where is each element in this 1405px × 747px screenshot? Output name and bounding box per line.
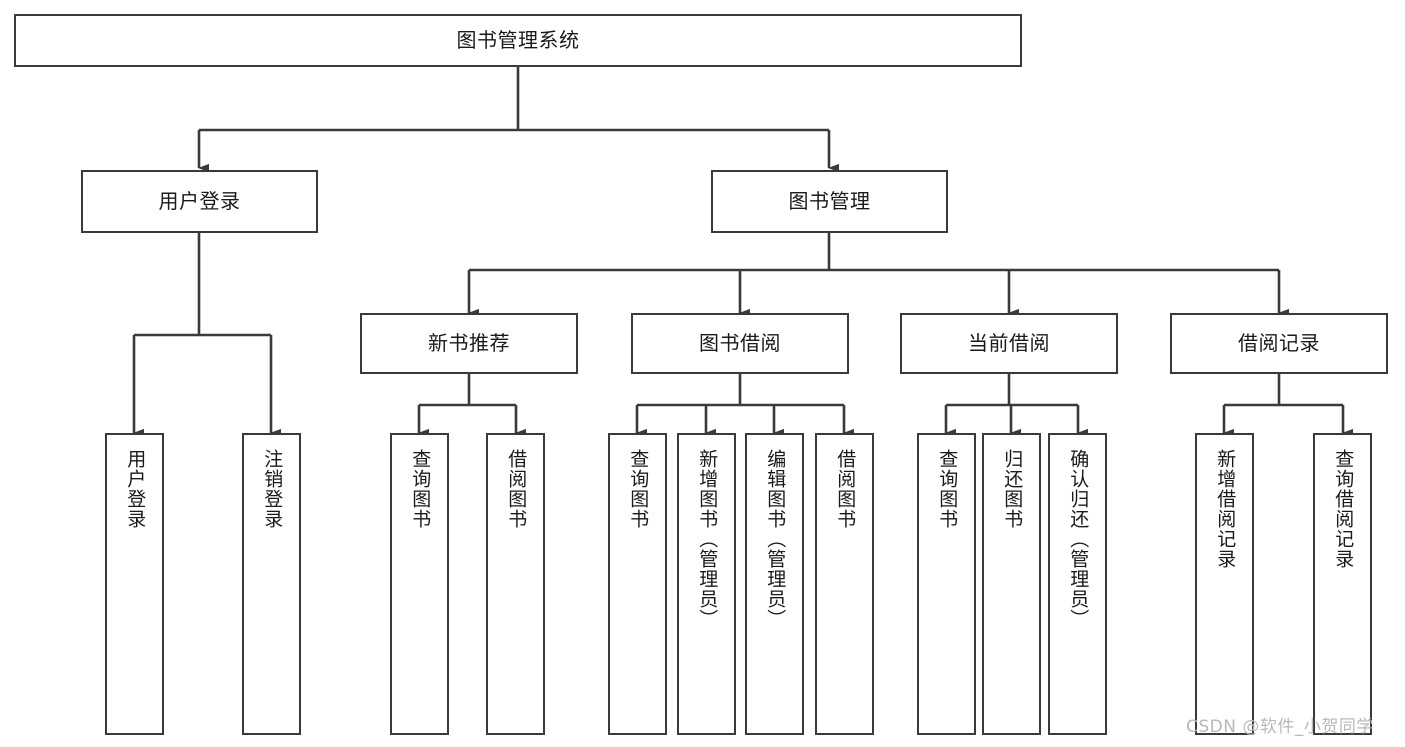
node-borrow-record[interactable]: 借阅记录 (1170, 313, 1388, 374)
node-leaf-query-book-3[interactable]: 查询图书 (917, 433, 976, 735)
node-leaf-logout-login[interactable]: 注销登录 (242, 433, 301, 735)
node-current-borrow[interactable]: 当前借阅 (900, 313, 1118, 374)
node-label: 新增借阅记录 (1214, 449, 1237, 569)
node-leaf-query-book-2[interactable]: 查询图书 (608, 433, 667, 735)
node-label: 当前借阅 (968, 331, 1050, 355)
node-book-management[interactable]: 图书管理 (711, 170, 948, 233)
node-leaf-query-borrow-record[interactable]: 查询借阅记录 (1313, 433, 1372, 735)
node-label: 查询图书 (936, 449, 959, 529)
node-label: 图书管理系统 (456, 28, 580, 52)
node-label: 借阅记录 (1238, 331, 1320, 355)
node-label: 图书借阅 (699, 331, 781, 355)
node-label: 借阅图书 (505, 449, 528, 529)
node-label: 查询借阅记录 (1332, 449, 1355, 569)
node-leaf-user-login[interactable]: 用户登录 (105, 433, 164, 735)
node-label: 归还图书 (1001, 449, 1024, 529)
watermark-text: CSDN @软件_小贺同学 (1186, 717, 1374, 737)
node-new-book-recommend[interactable]: 新书推荐 (360, 313, 578, 374)
node-book-borrow[interactable]: 图书借阅 (631, 313, 849, 374)
node-label: 图书管理 (788, 189, 871, 213)
node-leaf-borrow-book-1[interactable]: 借阅图书 (486, 433, 545, 735)
node-leaf-add-book[interactable]: 新增图书（管理员） (677, 433, 736, 735)
node-label: 用户登录 (124, 449, 147, 529)
node-root-system[interactable]: 图书管理系统 (14, 14, 1022, 67)
node-label: 查询图书 (627, 449, 650, 529)
node-label: 用户登录 (158, 189, 241, 213)
node-leaf-return-book[interactable]: 归还图书 (982, 433, 1041, 735)
node-label: 新书推荐 (428, 331, 510, 355)
node-label: 新增图书（管理员） (696, 449, 719, 629)
node-label: 确认归还（管理员） (1067, 449, 1090, 629)
node-label: 查询图书 (409, 449, 432, 529)
node-label: 借阅图书 (834, 449, 857, 529)
node-leaf-edit-book[interactable]: 编辑图书（管理员） (745, 433, 804, 735)
node-user-login[interactable]: 用户登录 (81, 170, 318, 233)
node-leaf-add-borrow-record[interactable]: 新增借阅记录 (1195, 433, 1254, 735)
node-leaf-confirm-return[interactable]: 确认归还（管理员） (1048, 433, 1107, 735)
node-leaf-query-book-1[interactable]: 查询图书 (390, 433, 449, 735)
node-label: 注销登录 (261, 449, 284, 529)
node-label: 编辑图书（管理员） (764, 449, 787, 629)
node-leaf-borrow-book-2[interactable]: 借阅图书 (815, 433, 874, 735)
